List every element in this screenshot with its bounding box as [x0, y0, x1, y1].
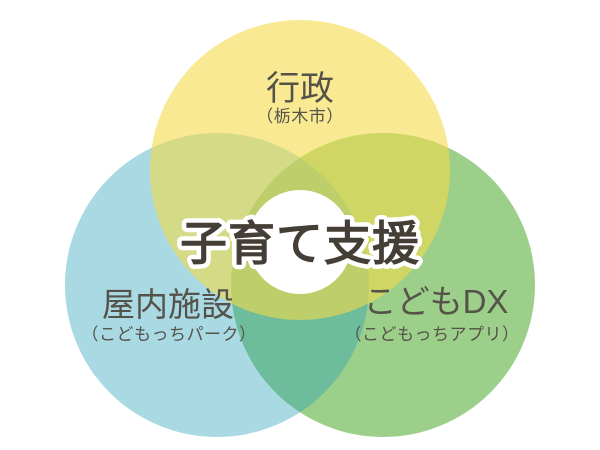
sublabel-kodomo-dx: （こどもっちアプリ） [345, 325, 520, 344]
center-hub-circle [248, 190, 352, 294]
sublabel-okunai-shisetsu: （こどもっちパーク） [82, 325, 257, 344]
label-okunai-shisetsu: 屋内施設 [102, 286, 234, 323]
sublabel-gyousei: （栃木市） [256, 107, 344, 126]
label-gyousei: 行政 [266, 70, 334, 108]
circle-gyousei [150, 20, 450, 320]
label-kodomo-dx: こどもDX [364, 283, 509, 320]
center-title: 子育て支援 [180, 217, 420, 270]
